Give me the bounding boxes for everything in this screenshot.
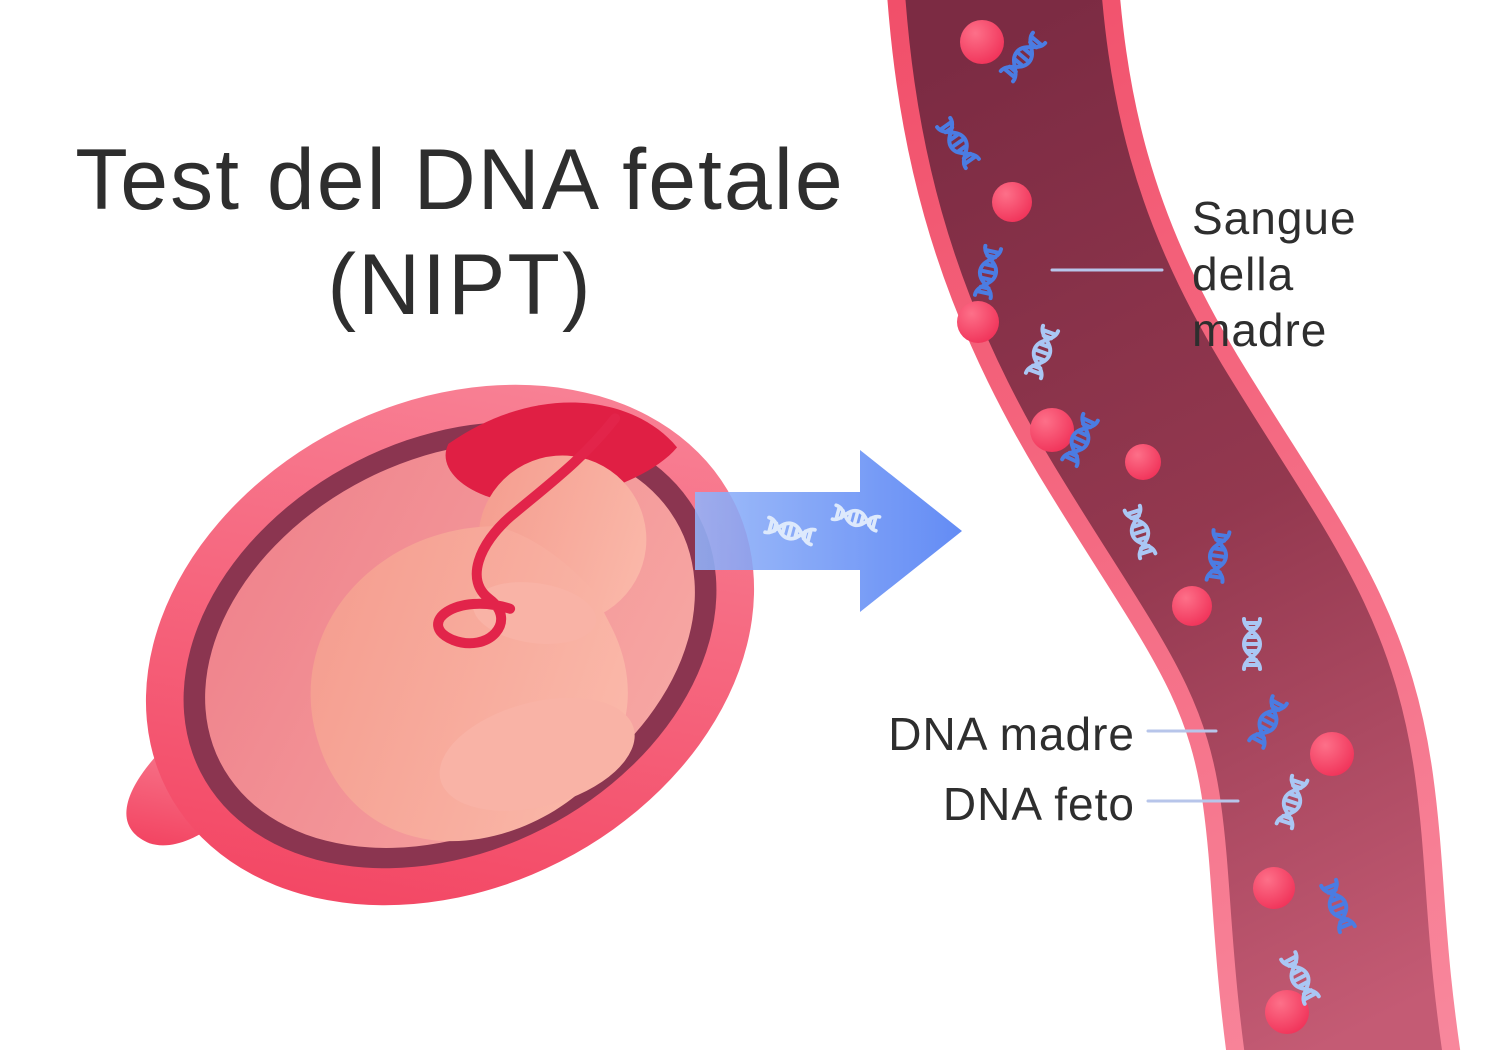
blood-vessel [887, 0, 1461, 1050]
dna-fetus-icon [1242, 617, 1262, 671]
blood-cell [1253, 867, 1295, 909]
umbilical-cord [433, 413, 621, 649]
title-line-1: Test del DNA fetale [75, 132, 845, 228]
blood-cell [992, 182, 1032, 222]
maternal-blood-line: della [1192, 248, 1295, 300]
maternal-blood-line: Sangue [1192, 192, 1357, 244]
blood-cell [1125, 444, 1161, 480]
blood-cell [1310, 732, 1354, 776]
right-arrow-icon [695, 450, 962, 612]
label-dna-fetus: DNA feto [942, 778, 1135, 830]
blood-cells [957, 20, 1354, 1034]
vessel-lumen [905, 0, 1442, 1050]
title-line-2: (NIPT) [327, 236, 593, 333]
blood-cell [960, 20, 1004, 64]
leader-lines [1050, 268, 1240, 803]
blood-cell [1172, 586, 1212, 626]
fetus-illustration [126, 384, 755, 906]
blood-cell [957, 301, 999, 343]
label-maternal-blood: Sangue della madre [1192, 190, 1357, 358]
diagram-title: Test del DNA fetale (NIPT) [0, 128, 920, 338]
maternal-blood-line: madre [1192, 304, 1328, 356]
blood-cell [1030, 408, 1074, 452]
label-dna-mother: DNA madre [888, 708, 1135, 760]
dna-transfer-arrow [695, 450, 962, 612]
fetus-body [310, 455, 647, 842]
placenta [445, 402, 678, 502]
blood-cell [1265, 990, 1309, 1034]
